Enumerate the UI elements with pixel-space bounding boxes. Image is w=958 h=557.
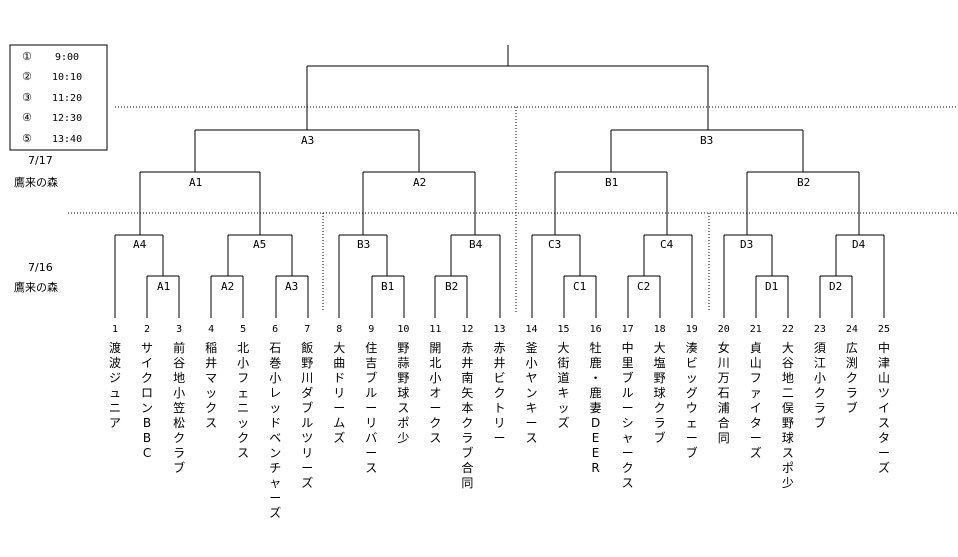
- team-name-22: 大谷地二俣野球スポ少: [782, 341, 794, 490]
- team-name-3: 前谷地小笠松クラブ: [173, 340, 185, 475]
- team-name-8: 大曲ドリームズ: [333, 341, 345, 445]
- schedule-time-5: 13:40: [52, 134, 82, 145]
- team-name-14: 釜小ヤンキース: [526, 340, 538, 445]
- team-number-22: 22: [782, 324, 794, 335]
- team-number-8: 8: [336, 324, 342, 335]
- bracket-lines: [114, 45, 885, 318]
- match-label-a2: A2: [413, 176, 426, 189]
- match-label-a2-first: A2: [221, 280, 234, 293]
- team-number-24: 24: [846, 324, 858, 335]
- match-label-b1-first: B1: [381, 280, 394, 293]
- upper-round-venue: 鷹来の森: [14, 175, 58, 189]
- match-label-c2: C2: [637, 280, 650, 293]
- schedule-mark-1: ①: [22, 50, 32, 63]
- match-label-b3-semi: B3: [700, 134, 713, 147]
- team-number-5: 5: [240, 324, 246, 335]
- schedule-time-1: 9:00: [55, 52, 79, 63]
- team-number-16: 16: [590, 324, 602, 335]
- lower-round-date: 7/16: [28, 261, 53, 274]
- schedule-mark-2: ②: [22, 70, 32, 83]
- match-label-c3: C3: [548, 238, 561, 251]
- team-name-18: 大塩野球クラブ: [654, 341, 666, 445]
- schedule-time-2: 10:10: [52, 72, 82, 83]
- match-label-a4: A4: [133, 238, 147, 251]
- match-label-a3-first: A3: [285, 280, 298, 293]
- schedule-mark-5: ⑤: [22, 132, 32, 145]
- team-number-17: 17: [622, 324, 634, 335]
- match-label-c1: C1: [573, 280, 586, 293]
- team-number-9: 9: [368, 324, 374, 335]
- team-name-17: 中里ブルーシャークス: [622, 340, 634, 490]
- team-name-21: 貞山ファイターズ: [750, 341, 762, 460]
- team-number-13: 13: [493, 324, 505, 335]
- schedule-legend: ① 9:00 ② 10:10 ③ 11:20 ④ 12:30 ⑤ 13:40: [9, 44, 108, 151]
- team-number-14: 14: [525, 324, 537, 335]
- match-label-b4: B4: [469, 238, 483, 251]
- team-name-4: 稲井マックス: [205, 341, 217, 430]
- team-number-12: 12: [461, 324, 473, 335]
- team-name-1: 渡波ジュニア: [109, 340, 121, 430]
- upper-round-date: 7/17: [28, 154, 53, 167]
- team-name-25: 中津山ツイスターズ: [878, 340, 890, 475]
- team-number-4: 4: [208, 324, 214, 335]
- schedule-legend-frame: [9, 44, 108, 151]
- match-label-c4: C4: [660, 238, 674, 251]
- team-name-7: 飯野川ダブルツリーズ: [301, 340, 313, 490]
- team-name-11: 開北小オークス: [429, 341, 441, 445]
- team-number-2: 2: [144, 324, 150, 335]
- match-labels: A3 B3 A1 A2 B1 B2 A4 A5 B3 B4 C3 C4 D3 D…: [133, 134, 866, 293]
- team-number-7: 7: [304, 324, 310, 335]
- team-number-19: 19: [686, 324, 698, 335]
- schedule-time-4: 12:30: [52, 113, 82, 124]
- team-name-23: 須江小クラブ: [814, 341, 826, 430]
- team-number-10: 10: [397, 324, 409, 335]
- match-label-a1: A1: [189, 176, 202, 189]
- team-name-9: 住吉ブルーリバース: [365, 341, 377, 475]
- match-label-d2: D2: [829, 280, 842, 293]
- team-number-3: 3: [176, 324, 182, 335]
- match-label-b3: B3: [357, 238, 370, 251]
- team-name-20: 女川万石浦合同: [718, 340, 730, 445]
- schedule-mark-4: ④: [22, 111, 32, 124]
- team-name-5: 北小フェニックス: [237, 341, 249, 460]
- team-number-18: 18: [654, 324, 666, 335]
- team-number-15: 15: [558, 324, 570, 335]
- match-label-b1: B1: [605, 176, 618, 189]
- match-label-d3: D3: [740, 238, 753, 251]
- team-name-24: 広渕クラブ: [846, 341, 858, 415]
- match-label-a5: A5: [253, 238, 266, 251]
- team-number-11: 11: [429, 324, 441, 335]
- match-label-b2-first: B2: [445, 280, 458, 293]
- match-label-a1-first: A1: [157, 280, 170, 293]
- match-label-d4: D4: [852, 238, 866, 251]
- team-number-23: 23: [814, 324, 826, 335]
- schedule-time-3: 11:20: [52, 93, 82, 104]
- team-name-15: 大街道キッズ: [558, 341, 570, 430]
- team-name-13: 赤井ビクトリー: [493, 341, 505, 445]
- team-name-12: 赤井南矢本クラブ合同: [461, 341, 473, 490]
- team-number-20: 20: [718, 324, 730, 335]
- team-name-6: 石巻小レッドベンチャーズ: [269, 341, 281, 520]
- team-number-21: 21: [750, 324, 762, 335]
- match-label-b2: B2: [797, 176, 810, 189]
- match-label-d1: D1: [765, 280, 778, 293]
- team-name-19: 湊ビッグウェーブ: [686, 341, 698, 460]
- schedule-mark-3: ③: [22, 91, 32, 104]
- team-number-25: 25: [878, 324, 890, 335]
- lower-round-venue: 鷹来の森: [14, 280, 58, 294]
- match-label-a3: A3: [301, 134, 314, 147]
- team-number-6: 6: [272, 324, 278, 335]
- team-name-10: 野蒜野球スポ少: [397, 341, 409, 445]
- team-number-1: 1: [112, 324, 118, 335]
- separator-lines: [68, 106, 958, 312]
